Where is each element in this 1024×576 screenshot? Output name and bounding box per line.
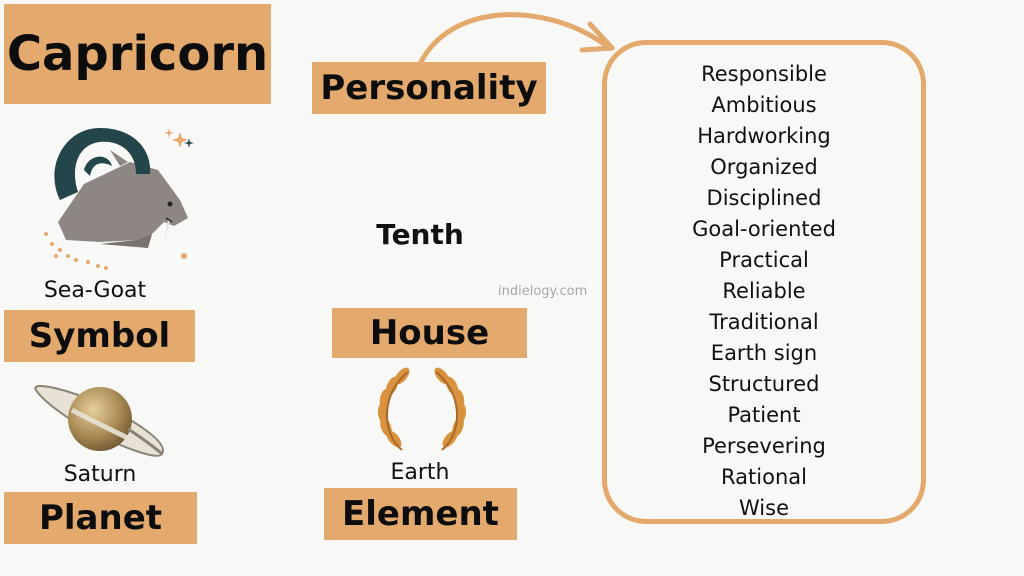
trait-item: Goal-oriented [692,217,836,241]
house-label: House [332,308,527,358]
trait-item: Rational [721,465,807,489]
trait-item: Responsible [701,62,827,86]
element-value: Earth [390,460,450,485]
trait-item: Traditional [709,310,819,334]
sea-goat-icon [44,128,194,270]
trait-item: Hardworking [697,124,831,148]
page-title: Capricorn [4,4,271,104]
symbol-label: Symbol [4,310,195,362]
trait-item: Ambitious [711,93,817,117]
planet-label: Planet [4,492,197,544]
trait-item: Wise [739,496,789,520]
symbol-value: Sea-Goat [43,278,147,303]
trait-item: Structured [708,372,820,396]
saturn-icon [34,384,164,457]
trait-item: Earth sign [710,341,818,365]
planet-value: Saturn [63,462,137,487]
trait-item: Persevering [702,434,826,458]
element-label: Element [324,488,517,540]
personality-label: Personality [312,62,546,114]
watermark: indielogy.com [498,284,588,299]
house-value: Tenth [376,218,464,251]
trait-item: Practical [719,248,809,272]
wheat-wreath-icon [377,367,467,451]
trait-item: Reliable [722,279,806,303]
trait-item: Patient [727,403,801,427]
trait-item: Organized [710,155,818,179]
trait-item: Disciplined [706,186,822,210]
